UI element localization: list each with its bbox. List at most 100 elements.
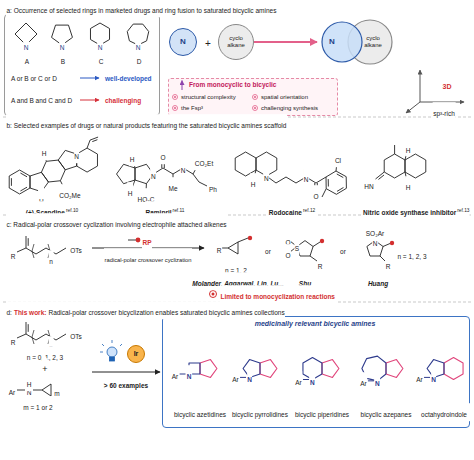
ring-bonds [228, 242, 238, 254]
ring-bonds [200, 360, 217, 378]
label-group: Ar [295, 371, 303, 389]
ring-bonds [444, 358, 463, 380]
atom-label: OTs [70, 333, 82, 340]
node-text: B [61, 58, 65, 65]
compound-class: bicyclic pyrrolidines [232, 411, 288, 418]
trend-arrow [80, 100, 99, 101]
label-group: H [405, 139, 411, 157]
trend-arrow [80, 78, 99, 79]
ring-bonds [77, 148, 98, 172]
radical-bond [238, 238, 248, 242]
label-group: H [41, 142, 47, 160]
label-group: R [10, 331, 16, 349]
atom-label: N [98, 44, 103, 51]
atom-label: Ar [360, 380, 367, 387]
atom-label: CO₂Et [195, 160, 213, 167]
label-group: N [59, 36, 65, 54]
label-group: Ar [171, 365, 179, 383]
warning-icon [210, 291, 217, 298]
label-group: b: Selected examples of drugs or natural… [6, 114, 287, 132]
atom-label: N [136, 44, 141, 51]
ring-bonds [405, 154, 426, 178]
panel-heading: c: Radical-polar crossover cyclization i… [7, 221, 227, 228]
panel-heading: This work: [14, 309, 47, 316]
label-group: 3D [442, 75, 452, 93]
panel-heading: a: Occurrence of selected rings in marke… [7, 7, 277, 14]
label-group: H [129, 148, 135, 166]
label-group: N [97, 36, 103, 54]
atom-label: SO₂Ar [366, 230, 384, 237]
radical-dot [320, 239, 324, 243]
panel-heading: b: Selected examples of drugs or natural… [7, 122, 287, 129]
bond-line [240, 377, 246, 378]
label-group: Ph [209, 178, 218, 196]
bond-line [328, 179, 329, 186]
label-group: Ar [8, 381, 16, 399]
ring-summary-box: ABCDA or B or C or Dwell-developedA and … [4, 14, 160, 116]
atom-label: N [247, 377, 252, 384]
bond-line [28, 324, 29, 332]
label-group: N [74, 145, 80, 163]
label-group: bicyclic azepanes [357, 403, 416, 421]
compound-class: octahydroindole [421, 411, 467, 418]
ring-bonds [384, 154, 405, 178]
atom-label: R [11, 253, 16, 260]
atom-label: N [187, 373, 192, 380]
bicyclic-amine-shape: Ncyclo alkane [318, 15, 394, 69]
node-text: N [180, 38, 186, 47]
atom-label: O [160, 154, 165, 161]
atom-label: HN [364, 183, 373, 190]
atom-label: N [24, 44, 29, 51]
atom-label: S [295, 246, 299, 253]
label-group: OTs [70, 325, 83, 343]
bond-line [33, 390, 42, 391]
compound-name: ref.13 [457, 208, 469, 213]
plus-sign: + [42, 364, 47, 374]
atom-label: R [217, 247, 222, 254]
node-text: Ir [134, 350, 139, 358]
label-group: n [49, 250, 54, 268]
atom-label: H [128, 190, 133, 197]
label-group: S [294, 238, 299, 256]
bond-line [26, 322, 27, 334]
label-group: + [205, 33, 212, 51]
ring-bonds [41, 160, 65, 182]
atom-label: N [373, 240, 378, 247]
atom-label: H [42, 150, 47, 157]
node-text: A and B and C and D [11, 97, 72, 104]
label-group: CO₂Me [59, 184, 81, 202]
axis-label: 3D [443, 83, 452, 90]
label-group: N [135, 36, 141, 54]
panel-heading: d: [7, 309, 12, 316]
label-group: or [265, 240, 272, 258]
atom-label: H [251, 181, 256, 188]
node-text: structural complexity [181, 94, 236, 101]
bond-line [222, 248, 228, 249]
plus-sign: + [205, 38, 211, 49]
label-group: Rodocaineref.12 [268, 201, 316, 219]
atom-label: N [375, 380, 380, 387]
amine-ring-circle: N [169, 28, 197, 56]
bond-line [394, 145, 395, 154]
label-group: O [160, 146, 166, 164]
radical-bond [128, 240, 136, 241]
node-text: D [137, 58, 142, 65]
bond-line [378, 175, 384, 179]
atom-label: Ar [172, 373, 179, 380]
node-text: the Fsp³ [181, 105, 203, 112]
bond-line [92, 140, 97, 142]
atom-label: OTs [70, 247, 82, 254]
node-text: medicinally relevant bicyclic amines [255, 320, 376, 328]
bond-line [28, 238, 29, 246]
label-group: O [313, 185, 319, 203]
radical-bond [313, 242, 320, 247]
compound-class: bicyclic azepanes [361, 411, 412, 418]
bond-line [199, 182, 207, 186]
label-group: + [42, 358, 48, 376]
label-group: N [431, 369, 437, 387]
atom-label: H [27, 381, 32, 388]
bond-line [368, 380, 374, 381]
bond-line [424, 377, 430, 378]
bond-line [26, 248, 36, 254]
label-group: N [375, 372, 381, 390]
